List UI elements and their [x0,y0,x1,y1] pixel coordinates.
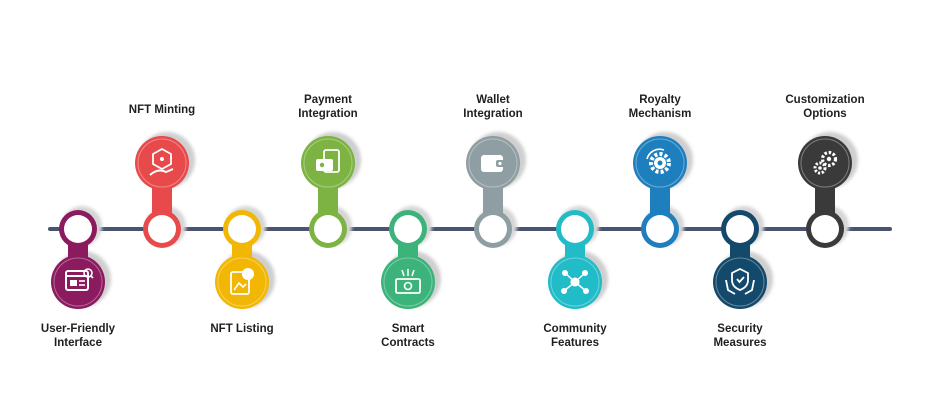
community-network-icon [561,270,589,294]
icon-circle-ring [800,138,850,188]
step-label-smart-contracts: Smart Contracts [381,323,435,349]
timeline-ring-inner [148,215,176,243]
wallet-icon [481,155,505,172]
icon-circle-ring [550,257,600,307]
icon-circle-ring [137,138,187,188]
gear-cycle-icon [646,148,671,174]
icon-circle-ring [635,138,685,188]
timeline-ring-inner [314,215,342,243]
timeline-ring-inner [726,215,754,243]
step-label-customization-options: Customization Options [785,94,865,120]
icon-circle-ring [468,138,518,188]
icon-circle-ring [715,257,765,307]
payment-card-icon [316,149,340,173]
timeline-ring-inner [561,215,589,243]
money-contract-icon [395,269,421,294]
step-label-royalty-mechanism: Royalty Mechanism [628,94,692,120]
icon-circle [51,255,105,309]
step-label-wallet-integration: Wallet Integration [463,94,523,120]
icon-circle-ring [303,138,353,188]
step-node-community-features [548,206,608,309]
step-node-nft-minting [135,132,195,248]
step-node-nft-listing [215,206,275,309]
step-node-wallet-integration [466,132,526,248]
step-label-payment-integration: Payment Integration [298,94,358,120]
timeline-ring-inner [228,215,256,243]
nft-listing-icon [230,268,254,295]
step-node-user-friendly-interface [51,206,111,309]
step-label-nft-minting: NFT Minting [128,104,196,116]
step-label-security-measures: Security Measures [713,323,767,349]
gears-icon [813,150,838,175]
step-node-security-measures [713,206,773,309]
step-node-royalty-mechanism [633,132,693,248]
icon-circle-ring [53,257,103,307]
icon-circle-ring [383,257,433,307]
step-label-user-friendly-interface: User-Friendly Interface [40,323,116,349]
nft-hand-icon [149,147,174,176]
icon-circle-ring [217,257,267,307]
timeline-ring-inner [646,215,674,243]
icon-circle [215,255,269,309]
timeline-ring-inner [811,215,839,243]
step-node-payment-integration [301,132,361,248]
timeline-ring-inner [64,215,92,243]
timeline-ring-inner [479,215,507,243]
timeline-ring-inner [394,215,422,243]
shield-hands-icon [725,267,755,295]
step-node-smart-contracts [381,206,441,309]
step-label-community-features: Community Features [543,323,607,349]
icon-circle [135,136,189,190]
ui-window-icon [65,268,94,291]
step-node-customization-options [798,132,858,248]
step-label-nft-listing: NFT Listing [210,323,274,335]
